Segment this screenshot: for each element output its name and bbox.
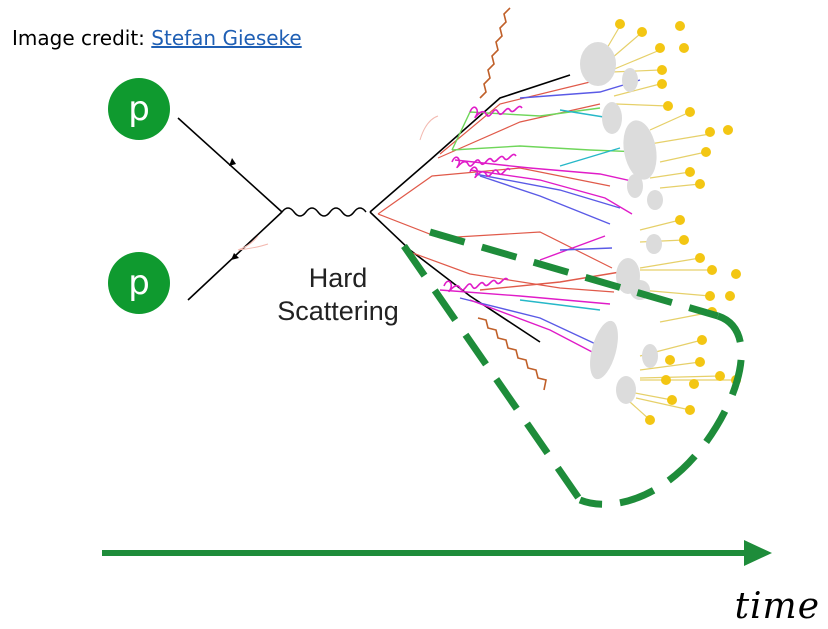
gluon-curls bbox=[443, 105, 523, 293]
image-credit-author-link[interactable]: Stefan Gieseke bbox=[151, 26, 302, 50]
image-credit-prefix: Image credit: bbox=[12, 26, 152, 50]
shower-lines bbox=[439, 79, 641, 355]
hard-scattering-label: Hard Scattering bbox=[268, 262, 408, 328]
hadron-tracks bbox=[599, 25, 736, 421]
proton-badge-bottom: p bbox=[108, 252, 170, 314]
image-credit: Image credit: Stefan Gieseke bbox=[12, 26, 302, 50]
hard-scattering-label-line1: Hard bbox=[308, 263, 368, 293]
photon-bottom bbox=[477, 317, 547, 391]
hadron-clusters bbox=[580, 42, 663, 404]
photon-top bbox=[479, 7, 511, 99]
jet-highlight-dashed bbox=[401, 228, 745, 508]
hard-scattering-label-line2: Scattering bbox=[277, 296, 399, 326]
hard-scattering-boson bbox=[281, 207, 367, 217]
outgoing-quark-bottom bbox=[369, 211, 541, 343]
time-axis-label: time bbox=[734, 586, 820, 627]
outgoing-quark-top bbox=[369, 74, 571, 213]
time-axis-arrowhead bbox=[744, 540, 772, 566]
proton-badge-top: p bbox=[108, 78, 170, 140]
